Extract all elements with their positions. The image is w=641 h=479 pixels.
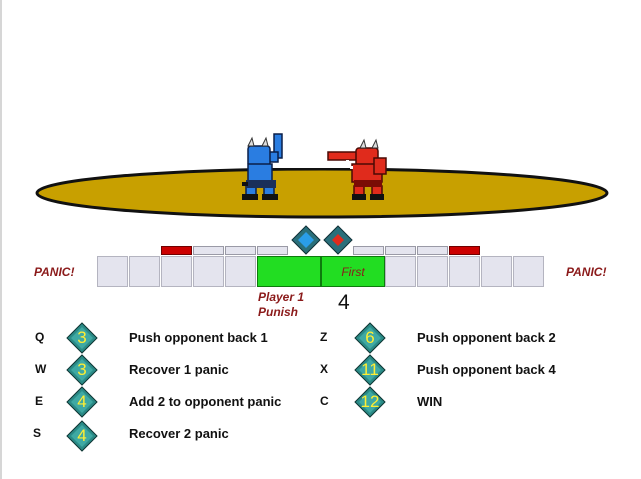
dice-value: 3 <box>77 328 87 347</box>
dice-button[interactable]: 6 <box>354 322 386 354</box>
action-label[interactable]: Push opponent back 4 <box>417 362 556 377</box>
active-zone-right: First <box>321 256 385 287</box>
dice-button[interactable]: 4 <box>66 420 98 452</box>
status-player: Player 1 <box>258 290 305 304</box>
action-key: Z <box>320 330 328 344</box>
action-key: Q <box>35 330 45 344</box>
dice-button[interactable]: 12 <box>354 386 386 418</box>
dice-value: 11 <box>361 360 379 379</box>
status-phase: Punish <box>258 305 299 319</box>
dice-button[interactable]: 3 <box>66 354 98 386</box>
track-cell <box>193 256 224 287</box>
active-zone-left <box>257 256 321 287</box>
sumo-ring <box>35 168 609 219</box>
dice-value: 3 <box>77 360 87 379</box>
red-wrestler <box>327 138 387 200</box>
dice-value: 12 <box>360 392 380 411</box>
dice-diamond-icon <box>66 354 98 386</box>
dice-value: 6 <box>365 328 375 347</box>
action-label[interactable]: WIN <box>417 394 443 409</box>
action-key: W <box>35 362 47 376</box>
action-key: C <box>320 394 329 408</box>
blue-diamond-icon <box>291 225 321 255</box>
track-cell <box>417 256 448 287</box>
panic-label-left: PANIC! <box>34 265 75 279</box>
action-label[interactable]: Push opponent back 2 <box>417 330 556 345</box>
track-cell <box>449 256 480 287</box>
dice-value: 4 <box>77 426 87 445</box>
red-diamond-icon <box>323 225 353 255</box>
track-cell <box>225 256 256 287</box>
center-marker: First <box>341 265 365 279</box>
action-key: E <box>35 394 44 408</box>
track-cell <box>161 256 192 287</box>
dice-diamond-icon <box>354 322 386 354</box>
action-key: X <box>320 362 329 376</box>
counter: 4 <box>338 291 350 314</box>
dice-button[interactable]: 3 <box>66 322 98 354</box>
blue-wrestler <box>242 133 283 200</box>
panic-mark-right <box>449 246 480 255</box>
dice-diamond-icon <box>354 386 386 418</box>
panic-segment <box>257 246 288 255</box>
dice-diamond-icon <box>66 322 98 354</box>
window-edge <box>0 0 2 479</box>
panic-segment <box>193 246 224 255</box>
dice-button[interactable]: 4 <box>66 386 98 418</box>
track-cell <box>97 256 128 287</box>
dice-diamond-icon <box>66 420 98 452</box>
action-label[interactable]: Recover 1 panic <box>129 362 229 377</box>
action-key: S <box>33 426 42 440</box>
panic-segment <box>353 246 384 255</box>
track-cell <box>481 256 512 287</box>
panic-segment <box>417 246 448 255</box>
track-cell <box>385 256 416 287</box>
dice-diamond-icon <box>66 386 98 418</box>
action-label[interactable]: Add 2 to opponent panic <box>129 394 282 409</box>
action-label[interactable]: Push opponent back 1 <box>129 330 268 345</box>
turn-status: Player 1 Punish <box>258 290 304 320</box>
dice-button[interactable]: 11 <box>354 354 386 386</box>
track-cell <box>129 256 160 287</box>
track-cell <box>513 256 544 287</box>
panic-segment <box>225 246 256 255</box>
panic-segment <box>385 246 416 255</box>
dice-diamond-icon <box>354 354 386 386</box>
dice-value: 4 <box>77 392 87 411</box>
panic-label-right: PANIC! <box>566 265 607 279</box>
action-label[interactable]: Recover 2 panic <box>129 426 229 441</box>
panic-mark-left <box>161 246 192 255</box>
